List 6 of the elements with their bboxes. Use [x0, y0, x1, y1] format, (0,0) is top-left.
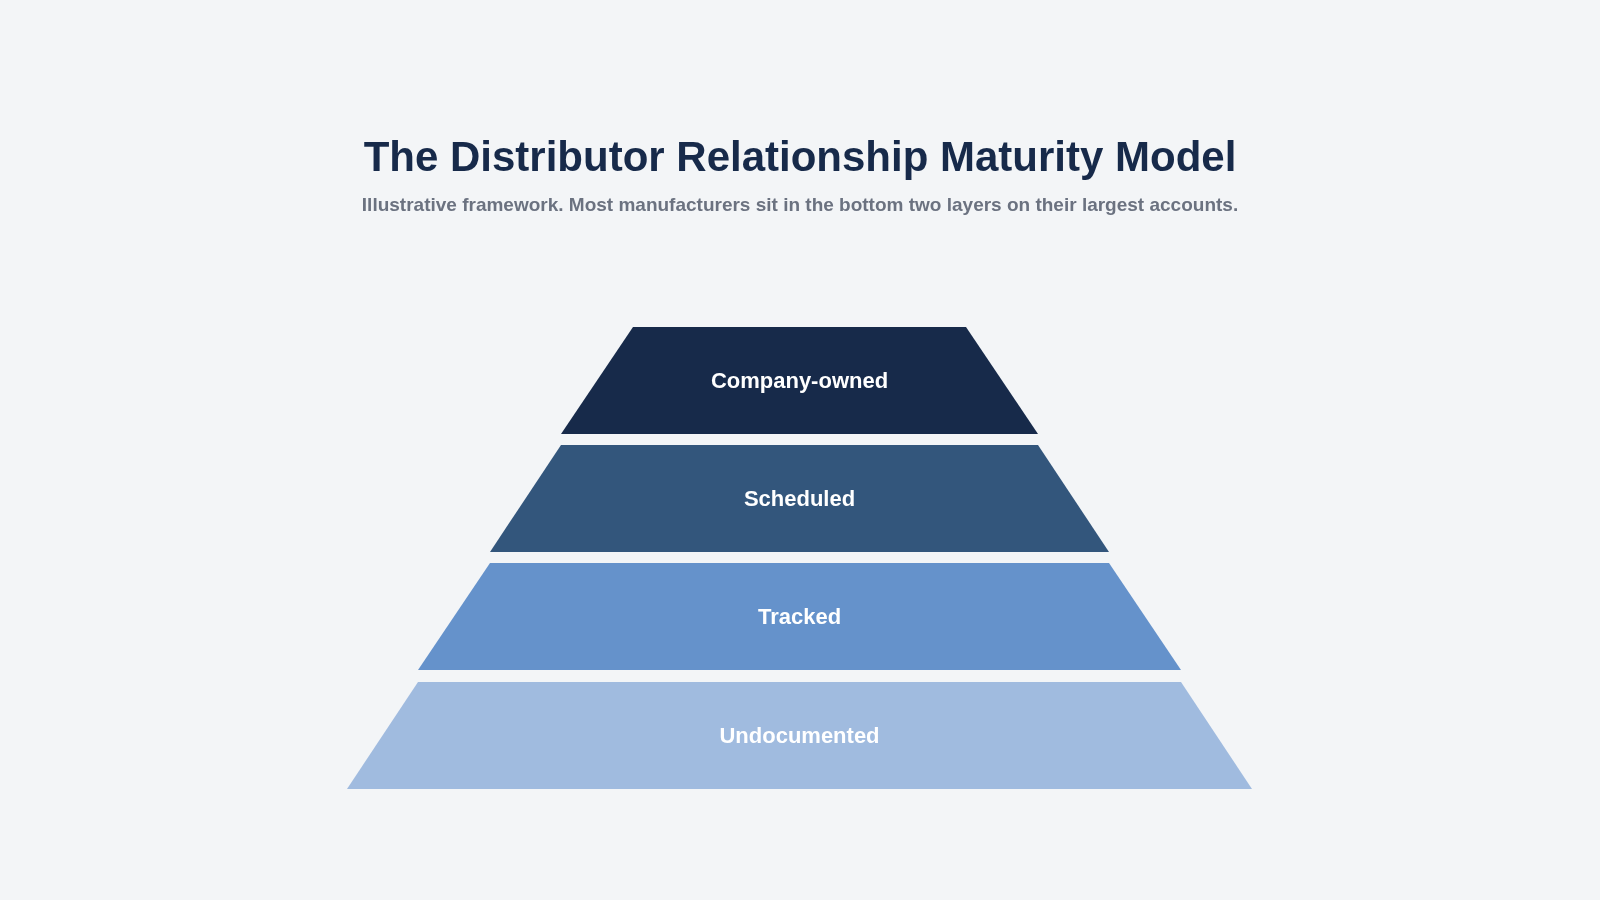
subtitle: Illustrative framework. Most manufacturers sit in the bottom two layers on their largest accounts. [360, 193, 1240, 217]
layer-label: Undocumented [719, 721, 880, 750]
title: The Distributor Relationship Maturity Model [362, 132, 1238, 182]
layer-label: Company-owned [710, 366, 889, 395]
layer-label: Tracked [757, 602, 842, 631]
layer-label: Scheduled [743, 484, 856, 513]
